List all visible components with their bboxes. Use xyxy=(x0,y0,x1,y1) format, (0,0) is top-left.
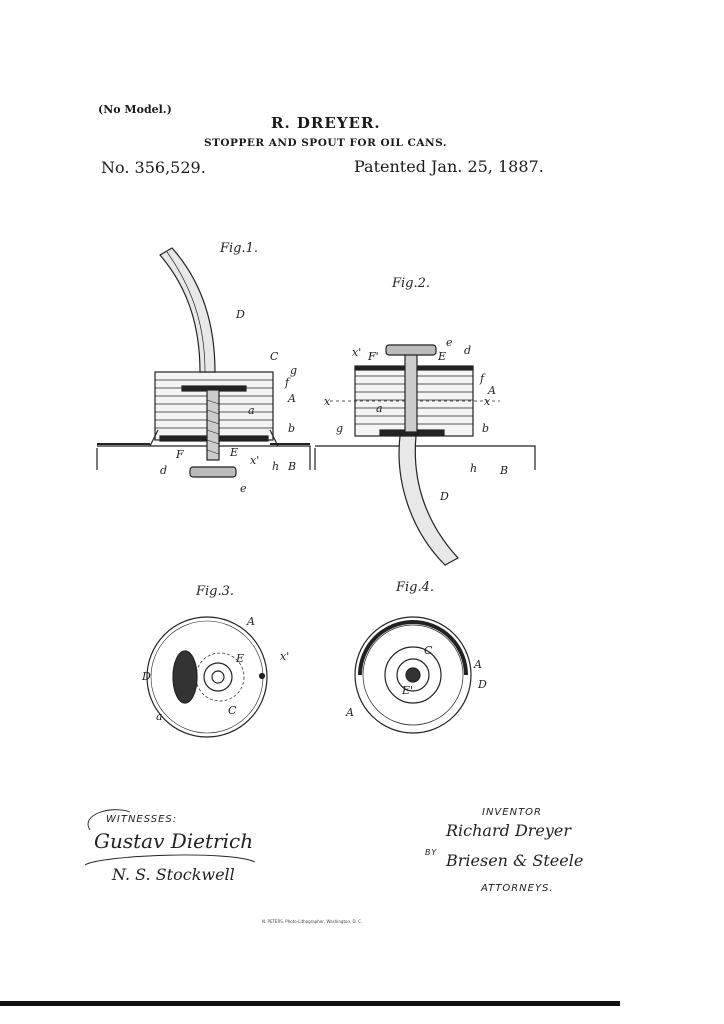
witness-1-signature: Gustav Dietrich xyxy=(94,829,253,853)
fig2-part-b: b xyxy=(482,422,489,435)
fig1-part-B: B xyxy=(287,460,296,473)
fig2-part-x-right: x xyxy=(484,395,491,408)
fig2-label: Fig.2. xyxy=(391,276,430,291)
fig2-part-a: a xyxy=(376,402,383,415)
fig1-part-h: h xyxy=(272,460,279,473)
fig1-part-g: g xyxy=(290,364,297,377)
inventor-heading: R. DREYER. xyxy=(271,114,381,132)
fig1-part-d: d xyxy=(160,464,167,477)
figure-3: Fig.3. A D x' E C a xyxy=(141,584,289,738)
fig3-label: Fig.3. xyxy=(195,584,234,599)
fig3-part-a: a xyxy=(156,710,163,723)
fig2-part-B: B xyxy=(499,464,508,477)
fig2-part-E: E xyxy=(437,350,446,363)
fig2-part-f: f xyxy=(479,372,486,385)
fig1-part-C: C xyxy=(270,350,279,363)
inventor-signature: Richard Dreyer xyxy=(445,821,572,840)
inventor-label: INVENTOR xyxy=(482,807,542,818)
figure-4: Fig.4. C A E' D A xyxy=(345,580,487,734)
attorneys-label: ATTORNEYS. xyxy=(480,883,554,894)
fig3-part-x1: x' xyxy=(280,650,289,663)
witness-2-signature: N. S. Stockwell xyxy=(111,865,235,884)
fig1-part-e: e xyxy=(240,482,247,495)
fig3-part-D: D xyxy=(141,670,151,683)
patent-number: No. 356,529. xyxy=(101,158,206,177)
fig2-part-x-left: x xyxy=(324,395,331,408)
fig1-part-a: a xyxy=(248,404,255,417)
page-bottom-border xyxy=(0,1001,620,1006)
by-label: BY xyxy=(425,848,437,857)
signature-flourish xyxy=(84,809,256,866)
fig2-part-A: A xyxy=(487,384,496,397)
fig2-part-x1: x' xyxy=(352,346,361,359)
fig2-part-d: d xyxy=(464,344,471,357)
fig4-part-A-left: A xyxy=(345,706,354,719)
figure-1: Fig.1. D C g f A a b F d xyxy=(96,241,311,495)
fig1-part-F: F xyxy=(175,448,184,461)
signature-block: WITNESSES: Gustav Dietrich N. S. Stockwe… xyxy=(94,807,583,924)
fig2-part-e: e xyxy=(446,336,453,349)
fig3-part-C: C xyxy=(228,704,237,717)
fig4-part-E1: E' xyxy=(401,684,413,697)
fig1-part-E: E xyxy=(229,446,238,459)
fig4-part-D: D xyxy=(477,678,487,691)
fig3-part-A: A xyxy=(246,615,255,628)
patent-title: STOPPER AND SPOUT FOR OIL CANS. xyxy=(204,137,448,149)
fig1-part-A: A xyxy=(287,392,296,405)
figure-2: Fig.2. e x' F' E d f A x x g a b h xyxy=(314,276,536,566)
attorney-signature: Briesen & Steele xyxy=(445,851,583,870)
fig1-part-f: f xyxy=(284,376,291,389)
fig2-part-D: D xyxy=(439,490,449,503)
patent-date: Patented Jan. 25, 1887. xyxy=(354,157,544,176)
fig1-label: Fig.1. xyxy=(219,241,258,256)
fig2-part-h: h xyxy=(470,462,477,475)
fig4-label: Fig.4. xyxy=(395,580,434,595)
fig2-part-F1: F' xyxy=(367,350,379,363)
fig1-part-x1: x' xyxy=(250,454,259,467)
fig3-part-E: E xyxy=(235,652,244,665)
no-model-note: (No Model.) xyxy=(98,103,172,116)
fig4-part-C: C xyxy=(424,644,433,657)
fig1-part-D: D xyxy=(235,308,245,321)
fig1-part-b: b xyxy=(288,422,295,435)
printer-credit: N. PETERS, Photo-Lithographer, Washingto… xyxy=(262,919,362,924)
witnesses-label: WITNESSES: xyxy=(106,814,177,825)
fig2-part-g: g xyxy=(336,422,343,435)
fig4-part-A-right: A xyxy=(473,658,482,671)
